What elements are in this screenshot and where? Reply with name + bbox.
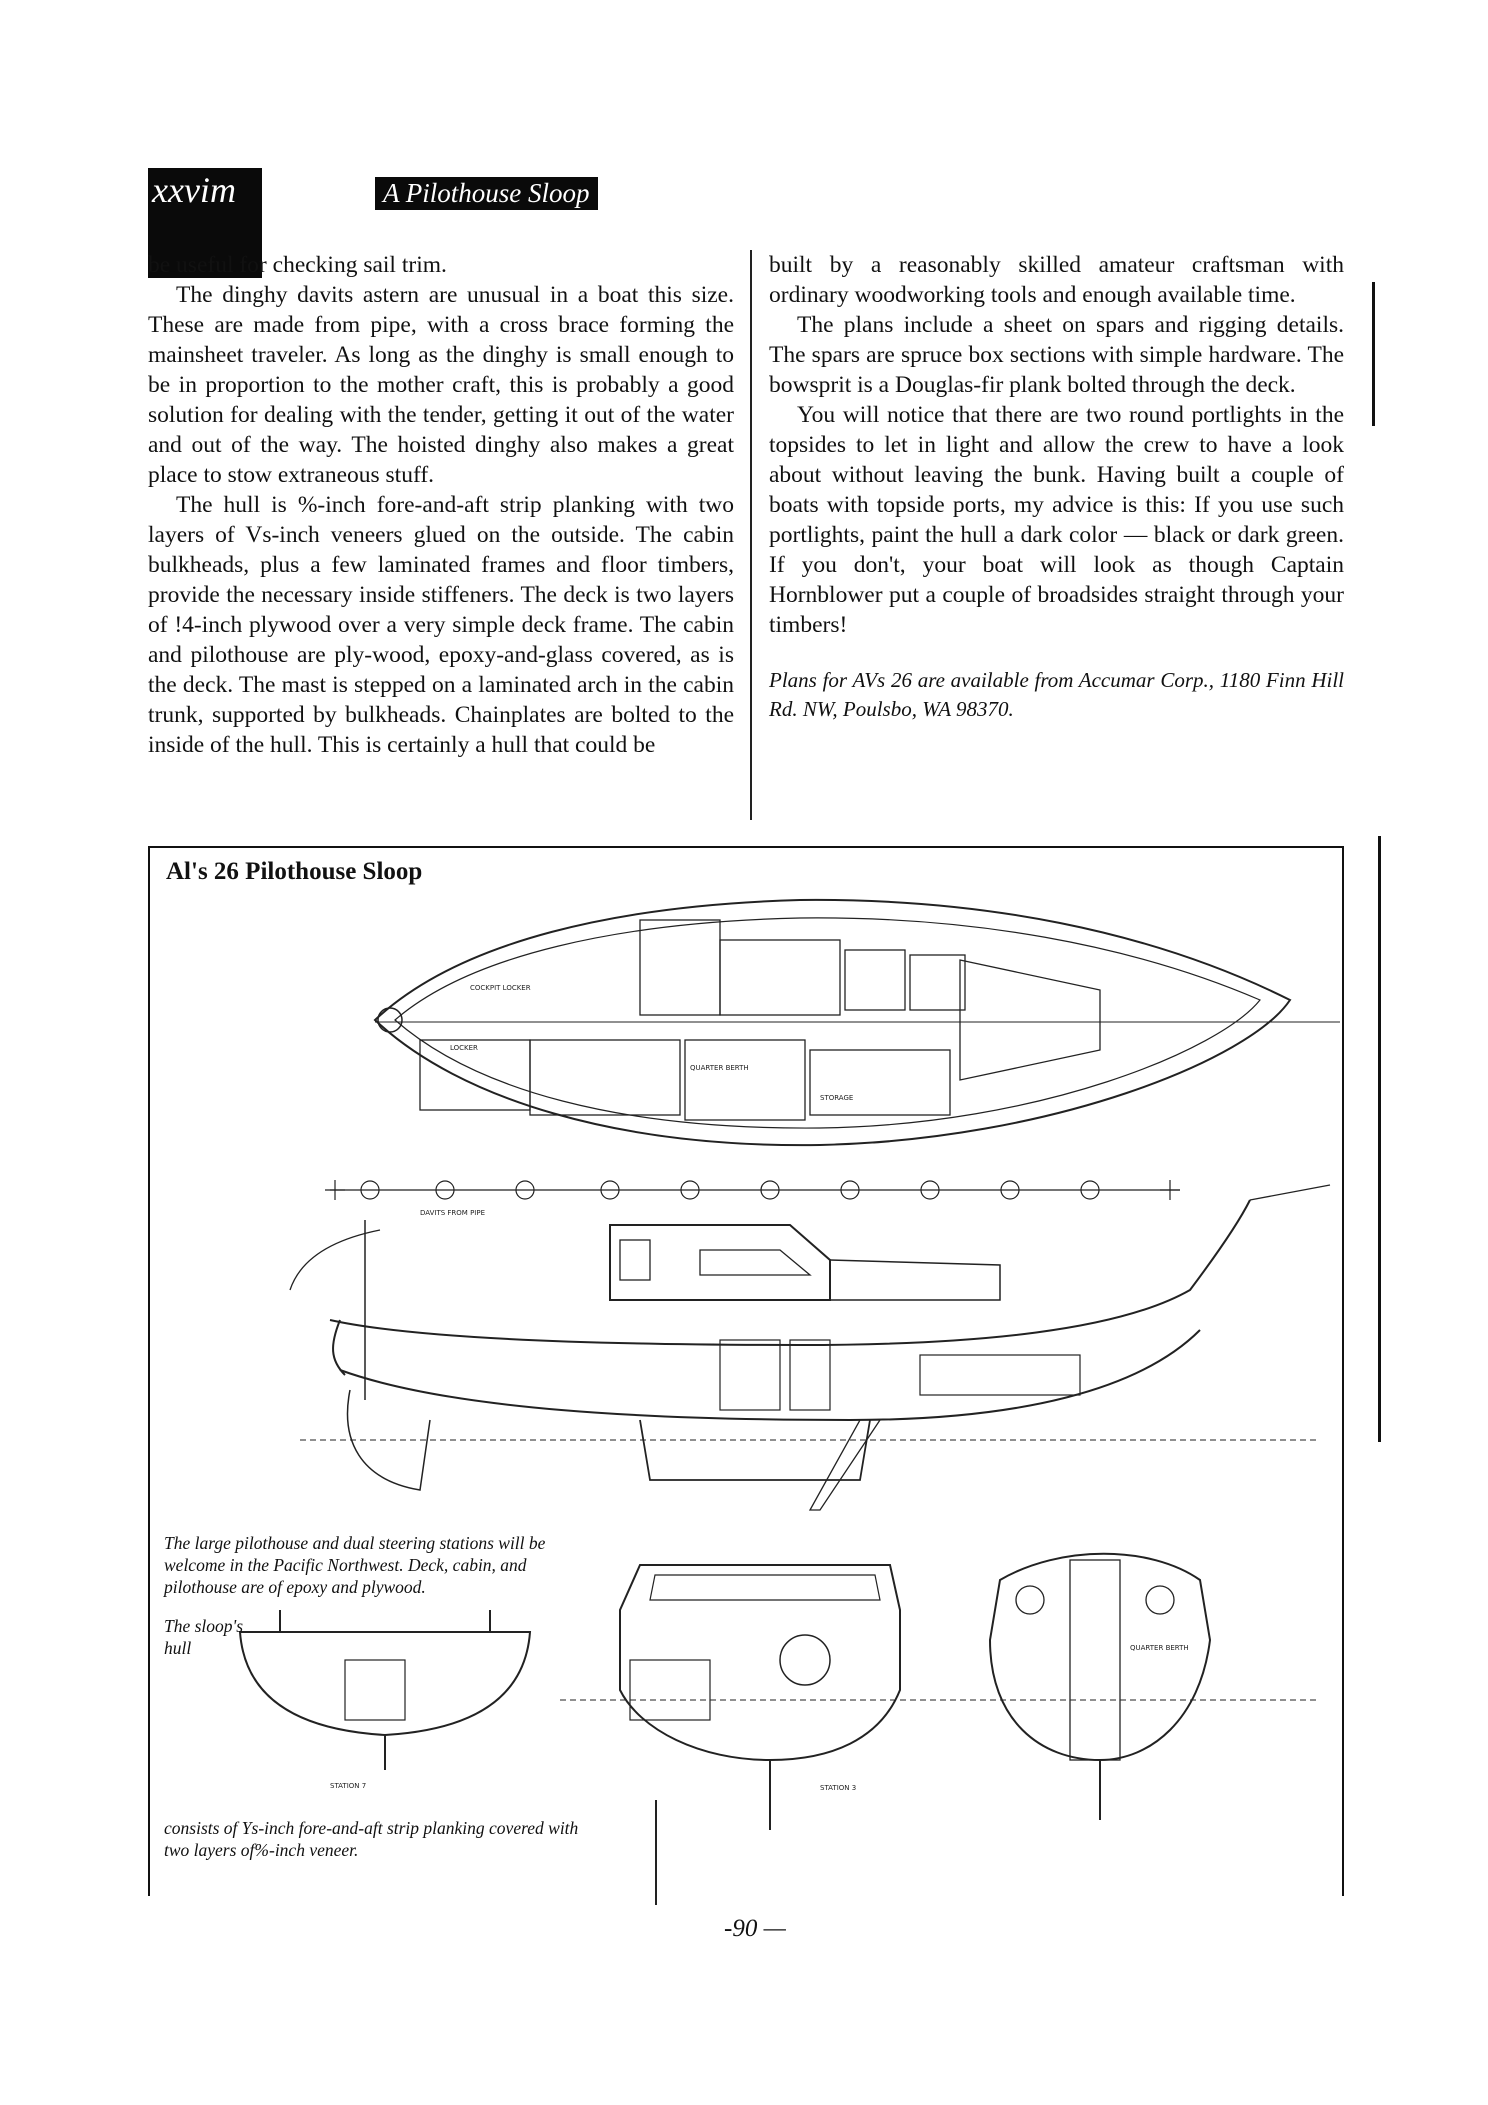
figure-caption-hull: The sloop's hull [164, 1616, 244, 1658]
paragraph: The hull is %-inch fore-and-aft strip pl… [148, 492, 734, 758]
label-station-7: STATION 7 [330, 1782, 366, 1790]
figure-title: Al's 26 Pilothouse Sloop [166, 858, 423, 885]
figure-caption-planking: consists of Ys-inch fore-and-aft strip p… [164, 1818, 579, 1860]
figure-caption: The large pilothouse and dual steering s… [164, 1533, 546, 1597]
label-cockpit-locker: COCKPIT LOCKER [470, 984, 531, 992]
chapter-marker: xxvim [148, 168, 262, 278]
running-head: A Pilothouse Sloop [375, 177, 598, 210]
paragraph: built by a reasonably skilled amateur cr… [769, 252, 1344, 308]
figure-margin-bar [1378, 836, 1381, 1442]
plan-figure-frame: Al's 26 Pilothouse Sloop [148, 846, 1344, 1896]
label-davits: DAVITS FROM PIPE [420, 1209, 485, 1217]
column-divider [750, 250, 752, 820]
label-quarter-berth: QUARTER BERTH [690, 1064, 749, 1072]
label-storage: STORAGE [820, 1094, 853, 1102]
label-quarter-berth-section: QUARTER BERTH [1130, 1644, 1189, 1652]
label-locker: LOCKER [450, 1044, 478, 1052]
margin-change-bar [1372, 282, 1375, 426]
left-column: be useful for checking sail trim. The di… [148, 250, 734, 760]
page-number: -90 — [724, 1915, 786, 1942]
plans-credit: Plans for AVs 26 are available from Accu… [769, 668, 1344, 721]
right-column: built by a reasonably skilled amateur cr… [769, 250, 1344, 724]
paragraph: The dinghy davits astern are unusual in … [148, 282, 734, 488]
label-station-3: STATION 3 [820, 1784, 856, 1792]
paragraph: The plans include a sheet on spars and r… [769, 312, 1344, 398]
paragraph: You will notice that there are two round… [769, 402, 1344, 638]
paragraph: be useful for checking sail trim. [148, 252, 447, 278]
